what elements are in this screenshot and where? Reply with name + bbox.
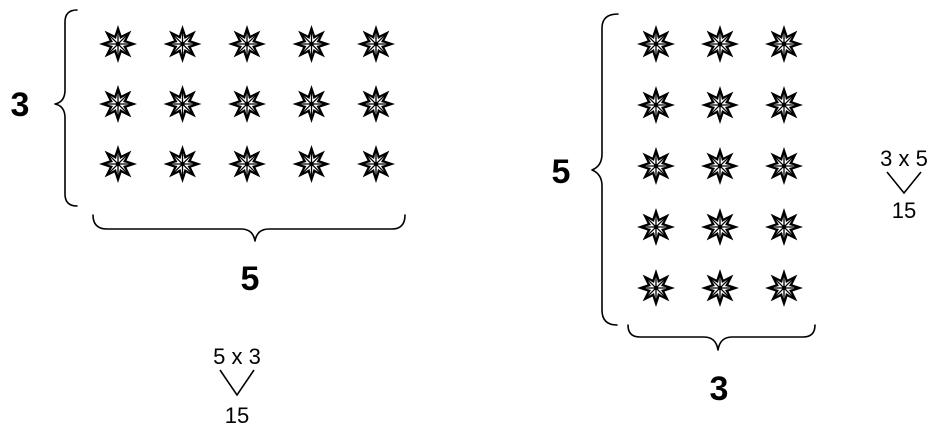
eight-point-star-icon	[700, 207, 740, 247]
eight-point-star-icon	[98, 84, 138, 124]
left-product: 15	[225, 403, 249, 428]
eight-point-star-icon	[291, 144, 332, 184]
left-row-label: 3	[11, 86, 30, 124]
left-expression: 5 x 3	[213, 344, 261, 369]
eight-point-star-icon	[227, 84, 267, 124]
eight-point-star-icon	[636, 85, 676, 125]
eight-point-star-icon	[98, 144, 138, 184]
eight-point-star-icon	[700, 146, 740, 186]
eight-point-star-icon	[764, 146, 804, 186]
right-star-grid	[636, 24, 804, 308]
eight-point-star-icon	[227, 24, 267, 64]
eight-point-star-icon	[291, 84, 332, 124]
left-col-label: 5	[241, 260, 260, 298]
right-expression-vee	[886, 171, 922, 195]
eight-point-star-icon	[356, 84, 396, 124]
eight-point-star-icon	[700, 268, 740, 308]
eight-point-star-icon	[98, 24, 138, 64]
eight-point-star-icon	[636, 207, 676, 247]
right-array-group: 5 3 3 x 5 15	[552, 13, 928, 408]
left-row-brace	[54, 9, 78, 207]
left-array-group: 3 5 5 x 3 15	[11, 9, 406, 428]
eight-point-star-icon	[700, 85, 740, 125]
eight-point-star-icon	[162, 84, 203, 124]
eight-point-star-icon	[636, 268, 676, 308]
eight-point-star-icon	[636, 146, 676, 186]
eight-point-star-icon	[764, 24, 804, 64]
eight-point-star-icon	[291, 24, 332, 64]
left-col-brace	[92, 214, 406, 242]
eight-point-star-icon	[764, 85, 804, 125]
right-row-brace	[591, 13, 619, 326]
eight-point-star-icon	[162, 144, 203, 184]
eight-point-star-icon	[356, 24, 396, 64]
right-expression: 3 x 5	[880, 146, 928, 171]
eight-point-star-icon	[636, 24, 676, 64]
eight-point-star-icon	[356, 144, 396, 184]
left-expression-vee	[219, 369, 255, 397]
left-star-grid	[98, 24, 396, 184]
right-row-label: 5	[552, 153, 571, 191]
eight-point-star-icon	[700, 24, 740, 64]
eight-point-star-icon	[764, 268, 804, 308]
right-col-brace	[627, 324, 816, 351]
right-col-label: 3	[710, 370, 729, 408]
eight-point-star-icon	[162, 24, 203, 64]
right-product: 15	[892, 198, 916, 223]
eight-point-star-icon	[227, 144, 267, 184]
eight-point-star-icon	[764, 207, 804, 247]
